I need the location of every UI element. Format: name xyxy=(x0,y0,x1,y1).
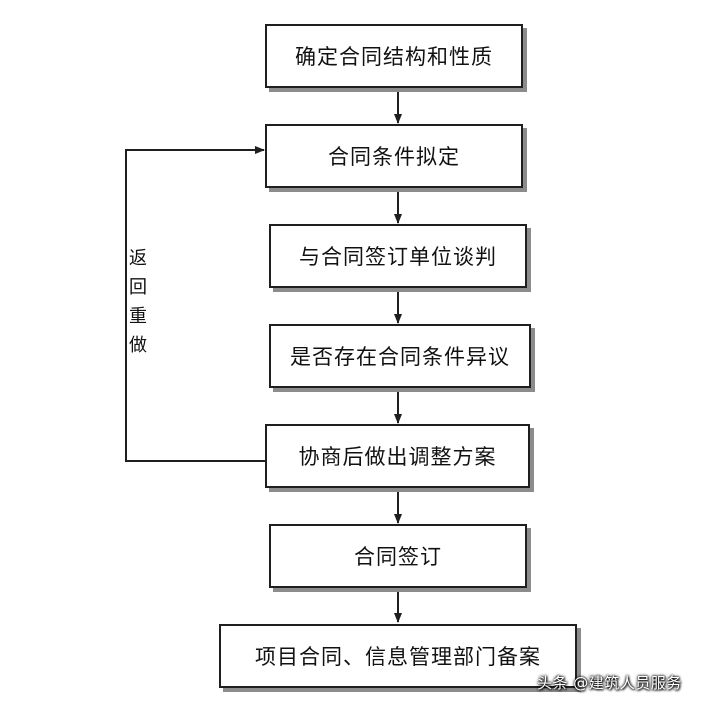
loop-back-arrow xyxy=(125,146,266,462)
flow-step-7-label: 项目合同、信息管理部门备案 xyxy=(255,645,541,669)
watermark: 头条 @建筑人员服务 xyxy=(537,674,682,692)
flow-step-2: 合同条件拟定 xyxy=(265,124,523,188)
flow-step-1-label: 确定合同结构和性质 xyxy=(295,45,493,69)
flow-step-2-label: 合同条件拟定 xyxy=(328,145,460,169)
flow-step-6: 合同签订 xyxy=(269,524,527,588)
flow-step-1: 确定合同结构和性质 xyxy=(265,24,523,88)
flow-step-5-label: 协商后做出调整方案 xyxy=(298,445,497,469)
flow-step-3-label: 与合同签订单位谈判 xyxy=(299,245,497,269)
flow-step-5: 协商后做出调整方案 xyxy=(265,424,530,488)
flow-step-7: 项目合同、信息管理部门备案 xyxy=(219,624,577,688)
loop-back-label: 返回重做 xyxy=(129,248,147,356)
flow-step-3: 与合同签订单位谈判 xyxy=(269,224,527,288)
flow-step-4: 是否存在合同条件异议 xyxy=(269,324,531,388)
flow-step-4-label: 是否存在合同条件异议 xyxy=(290,345,510,369)
flow-step-6-label: 合同签订 xyxy=(354,545,442,569)
